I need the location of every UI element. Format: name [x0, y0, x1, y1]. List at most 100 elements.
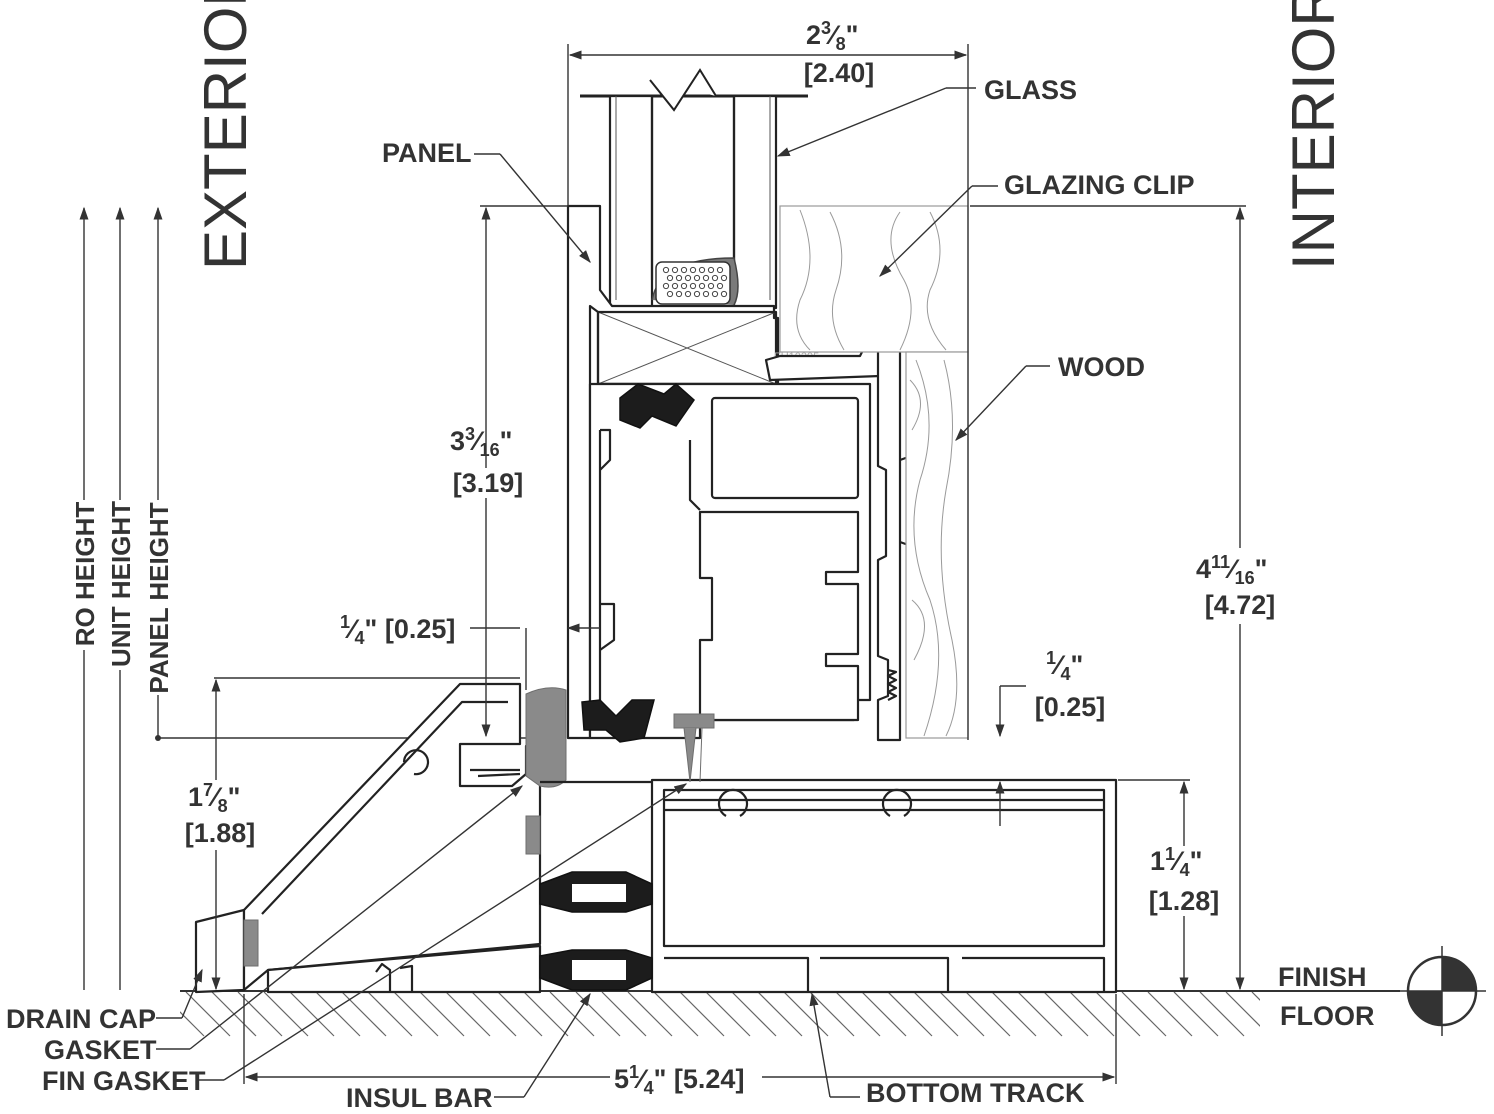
- floor-hatch-line: [757, 992, 803, 1037]
- panel-callout: PANEL: [382, 138, 472, 168]
- dim-tall-height-metric: [4.72]: [1205, 590, 1276, 620]
- dim-quarter-right-metric: [0.25]: [1035, 692, 1106, 722]
- gasket-callout: GASKET: [44, 1035, 157, 1065]
- floor-hatch-line: [185, 992, 231, 1037]
- desiccant-bead: [671, 282, 679, 290]
- glass-callout: GLASS: [984, 75, 1077, 105]
- floor-hatch-line: [731, 992, 777, 1037]
- floor-hatch-line: [939, 992, 985, 1037]
- dim-mid-height-metric: [3.19]: [453, 468, 524, 498]
- desiccant-bead: [689, 282, 697, 290]
- floor-hatch-line: [419, 992, 465, 1037]
- exterior-label: EXTERIOR: [192, 0, 259, 270]
- floor-hatch-line: [237, 992, 283, 1037]
- panel-frame: FU10295: [566, 204, 934, 742]
- desiccant-bead: [702, 274, 710, 282]
- desiccant-bead: [684, 290, 692, 298]
- wood-stop: [779, 205, 969, 739]
- finish-floor-label-2: FLOOR: [1280, 1001, 1375, 1031]
- desiccant-bead: [680, 282, 688, 290]
- floor-hatch-line: [523, 992, 569, 1037]
- desiccant-bead: [675, 290, 683, 298]
- floor-hatch-line: [497, 992, 543, 1037]
- dim-top-width-metric: [2.40]: [804, 58, 875, 88]
- dim-quarter-left: 1⁄4" [0.25]: [340, 612, 455, 648]
- desiccant-bead: [720, 274, 728, 282]
- floor-hatch-line: [1095, 992, 1141, 1037]
- desiccant-bead: [662, 282, 670, 290]
- floor-hatch-line: [1251, 992, 1260, 1001]
- desiccant-bead: [698, 266, 706, 274]
- dim-sill-height-metric: [1.88]: [185, 818, 256, 848]
- floor-hatch-line: [601, 992, 647, 1037]
- floor-hatch-line: [991, 992, 1037, 1037]
- dim-sill-height: 17⁄8": [188, 780, 240, 816]
- floor-hatch-line: [653, 992, 699, 1037]
- wood-callout: WOOD: [1058, 352, 1145, 382]
- floor-hatch-line: [1043, 992, 1089, 1037]
- desiccant-bead: [720, 290, 728, 298]
- floor-hatch-line: [1225, 992, 1260, 1027]
- insul-bar-callout: INSUL BAR: [346, 1083, 493, 1113]
- floor-hatch-line: [1199, 992, 1245, 1037]
- dim-mid-height: 33⁄16": [450, 424, 512, 460]
- floor-hatch-line: [1121, 992, 1167, 1037]
- leader-lines: [156, 87, 1050, 1098]
- bottom-track-callout: BOTTOM TRACK: [866, 1078, 1085, 1108]
- desiccant-bead: [698, 282, 706, 290]
- desiccant-bead: [693, 274, 701, 282]
- floor-hatch-line: [1069, 992, 1115, 1037]
- desiccant-bead: [711, 290, 719, 298]
- floor-hatch-line: [367, 992, 413, 1037]
- interior-label: INTERIOR: [1280, 0, 1347, 270]
- floor-hatch-line: [341, 992, 387, 1037]
- desiccant-bead: [711, 274, 719, 282]
- dim-track-height-metric: [1.28]: [1149, 886, 1220, 916]
- datum-target-icon: [1398, 946, 1486, 1036]
- sill-profile: [194, 682, 1118, 994]
- finish-floor-label-1: FINISH: [1278, 962, 1367, 992]
- floor-hatch-line: [471, 992, 517, 1037]
- floor-hatch-line: [1173, 992, 1219, 1037]
- desiccant-spacer: [662, 266, 728, 298]
- unit-height-label: UNIT HEIGHT: [106, 501, 136, 667]
- desiccant-bead: [689, 266, 697, 274]
- insul-bars: [539, 383, 695, 991]
- floor-hatch-line: [180, 1011, 205, 1037]
- desiccant-bead: [716, 266, 724, 274]
- desiccant-bead: [702, 290, 710, 298]
- floor-hatch-line: [1147, 992, 1193, 1037]
- desiccant-bead: [680, 266, 688, 274]
- floor-hatch-line: [887, 992, 933, 1037]
- floor-hatch-line: [705, 992, 751, 1037]
- desiccant-bead: [716, 282, 724, 290]
- floor-hatch-line: [965, 992, 1011, 1037]
- glazing-clip-callout: GLAZING CLIP: [1004, 170, 1195, 200]
- desiccant-bead: [662, 266, 670, 274]
- dim-base-width: 51⁄4" [5.24]: [614, 1062, 744, 1098]
- desiccant-bead: [666, 274, 674, 282]
- floor-hatch-line: [1017, 992, 1063, 1037]
- floor-hatch-line: [809, 992, 855, 1037]
- floor-hatch-line: [289, 992, 335, 1037]
- floor-hatch-line: [263, 992, 309, 1037]
- drain-cap-callout: DRAIN CAP: [6, 1004, 156, 1034]
- floor-hatch-line: [783, 992, 829, 1037]
- desiccant-bead: [675, 274, 683, 282]
- dim-quarter-right: 1⁄4": [1046, 648, 1083, 684]
- floor-hatch-line: [445, 992, 491, 1037]
- desiccant-bead: [707, 266, 715, 274]
- desiccant-bead: [666, 290, 674, 298]
- floor-hatch-line: [627, 992, 673, 1037]
- floor-hatch-line: [835, 992, 881, 1037]
- desiccant-bead: [693, 290, 701, 298]
- desiccant-bead: [707, 282, 715, 290]
- dim-track-height: 11⁄4": [1150, 844, 1202, 880]
- dim-top-width: 23⁄8": [806, 18, 858, 54]
- glass-unit: [580, 68, 808, 310]
- floor-hatch-line: [315, 992, 361, 1037]
- desiccant-bead: [684, 274, 692, 282]
- panel-height-label: PANEL HEIGHT: [144, 502, 174, 693]
- dim-tall-height: 411⁄16": [1196, 552, 1267, 588]
